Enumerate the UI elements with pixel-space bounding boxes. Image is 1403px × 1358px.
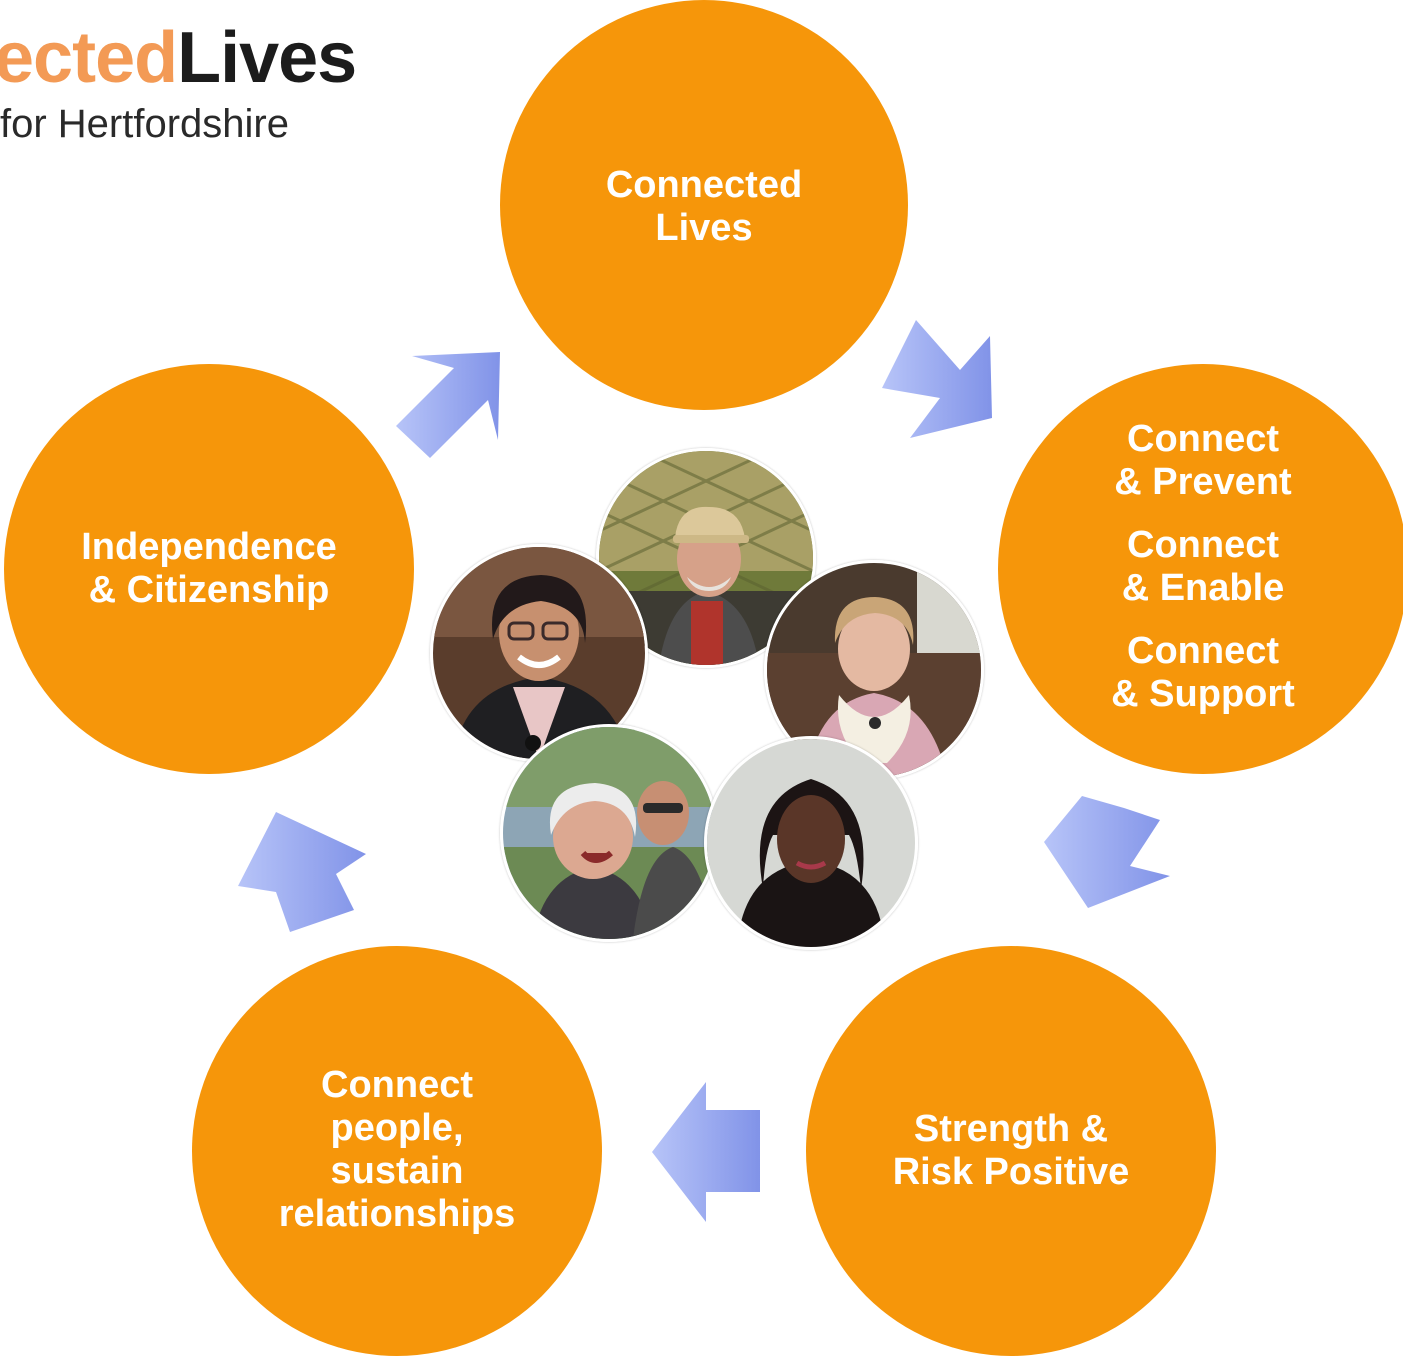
node-strength-risk-label: Strength & Risk Positive: [892, 1108, 1130, 1193]
arrow-connect-people-to-independence-icon: [238, 812, 366, 932]
portrait-photo-two-men: [500, 724, 718, 942]
portrait-photo-woman-glasses: [430, 544, 648, 762]
node-connected-lives-label: Connected Lives: [605, 164, 803, 249]
logo: ectedLives for Hertfordshire: [0, 22, 394, 147]
logo-title-dark: Lives: [177, 18, 357, 98]
node-connect-enable-label: Connect & Enable: [1121, 523, 1285, 609]
logo-title: ectedLives: [0, 22, 394, 94]
node-connect-people-label: Connect people, sustain relationships: [278, 1064, 516, 1235]
node-connect-prevent-label: Connect & Prevent: [1114, 418, 1292, 503]
portrait-photo-woman-scarf: [764, 560, 984, 780]
arrow-connect-to-strength-icon: [1044, 796, 1170, 908]
node-connect-stages: Connect & Prevent Connect & Enable Conne…: [998, 364, 1403, 774]
node-independence: Independence & Citizenship: [4, 364, 414, 774]
node-connect-support-label: Connect & Support: [1111, 629, 1295, 715]
arrow-independence-to-connected-icon: [396, 352, 500, 458]
arrow-connected-to-connect-icon: [882, 320, 992, 438]
node-connected-lives: Connected Lives: [500, 0, 908, 410]
logo-title-accent: ected: [0, 18, 178, 98]
node-independence-label: Independence & Citizenship: [81, 526, 337, 611]
node-connect-people: Connect people, sustain relationships: [192, 946, 602, 1356]
node-strength-risk: Strength & Risk Positive: [806, 946, 1216, 1356]
logo-subtitle: for Hertfordshire: [0, 102, 289, 146]
arrow-strength-to-connect-people-icon: [652, 1082, 760, 1222]
portrait-photo-woman-dark: [704, 736, 918, 950]
